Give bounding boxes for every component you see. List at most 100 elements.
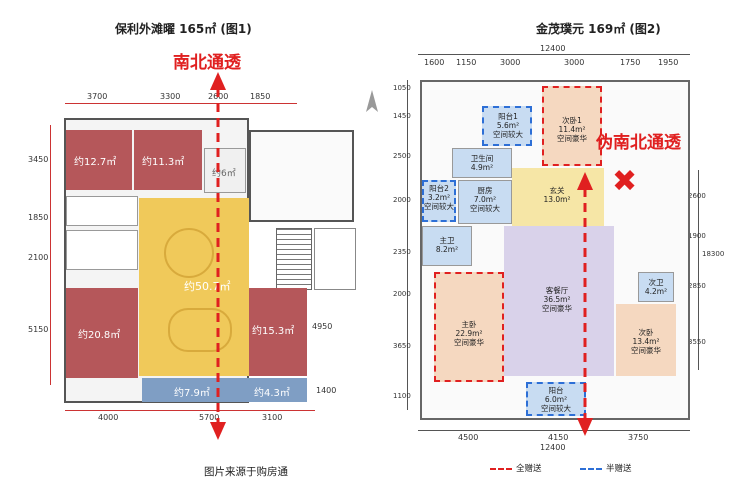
label-bed-r: 约15.3㎡ xyxy=(252,326,295,337)
sofa-icon xyxy=(168,308,232,352)
label-foyer: 玄关 13.0m² xyxy=(532,186,582,204)
label-master: 主卧 22.9m² 空间豪华 xyxy=(438,320,500,347)
room-name: 阳台2 xyxy=(429,184,449,193)
label-bed-tm: 约11.3㎡ xyxy=(142,157,185,168)
label-mainbath: 主卫 8.2m² xyxy=(424,236,470,254)
dim: 1100 xyxy=(393,392,411,400)
room-name: 次卫 xyxy=(648,278,664,287)
label-living: 客餐厅 36.5m² 空间豪华 xyxy=(522,286,592,313)
dim: 4950 xyxy=(312,322,333,331)
dim: 3750 xyxy=(628,433,649,442)
dim: 5700 xyxy=(199,413,220,422)
dim: 1950 xyxy=(658,58,679,67)
room-master xyxy=(434,272,504,382)
right-plan-title: 金茂璞元 169㎡ (图2) xyxy=(536,22,661,36)
room-balcony2 xyxy=(422,180,456,222)
left-floor-plan: 约12.7㎡ 约11.3㎡ 约6㎡ 约50.7㎡ 约20.8㎡ 约15.3㎡ 约… xyxy=(64,118,356,408)
room-name: 次卧1 xyxy=(562,116,582,125)
room-area: 22.9m² xyxy=(455,329,483,338)
room-note: 空间豪华 xyxy=(557,134,587,143)
room-area: 4.2m² xyxy=(644,287,668,296)
table-icon xyxy=(164,228,214,278)
dim: 2850 xyxy=(688,282,706,290)
room-area: 36.5m² xyxy=(543,295,571,304)
dim: 2000 xyxy=(393,196,411,204)
room-bath-lower xyxy=(66,230,138,270)
north-south-arrow-right xyxy=(577,172,593,436)
legend: 全赠送 半赠送 xyxy=(490,462,670,476)
left-dims-left: 3450 1850 2100 5150 xyxy=(28,125,58,385)
dim: 2000 xyxy=(393,290,411,298)
north-south-arrow-left xyxy=(210,72,226,440)
room-master xyxy=(66,288,138,378)
compass-icon xyxy=(366,90,378,112)
room-bedroom-r xyxy=(249,288,307,376)
label-master: 约20.8㎡ xyxy=(78,330,121,341)
dim: 1600 xyxy=(424,58,445,67)
dim: 3550 xyxy=(688,338,706,346)
dim: 18300 xyxy=(702,250,725,258)
dim: 4150 xyxy=(548,433,569,442)
room-note: 空间较大 xyxy=(470,204,500,213)
room-name: 玄关 xyxy=(549,186,565,195)
room-wc xyxy=(452,148,512,178)
right-floor-plan: 阳台1 5.6m² 空间较大 次卧1 11.4m² 空间豪华 卫生间 4.9m²… xyxy=(412,76,692,426)
room-name: 主卧 xyxy=(461,320,477,329)
dim: 2500 xyxy=(393,152,411,160)
room-name: 卫生间 xyxy=(470,154,494,163)
right-dims-left: 1050 1450 2500 2000 2350 2000 3650 1100 xyxy=(393,80,413,410)
label-secbath: 次卫 4.2m² xyxy=(638,278,674,296)
dim: 1850 xyxy=(250,92,271,101)
label-balcony-l: 约7.9㎡ xyxy=(174,388,210,399)
left-dims-bottom: 4000 5700 3100 xyxy=(65,410,315,424)
room-name: 阳台1 xyxy=(498,112,518,121)
right-callout: 伪南北通透 xyxy=(596,133,681,153)
room-balcony-r xyxy=(249,378,307,402)
label-corner: 约6㎡ xyxy=(212,169,236,179)
room-note: 空间较大 xyxy=(541,404,571,413)
room-area: 13.4m² xyxy=(632,337,660,346)
legend-full-swatch xyxy=(490,468,512,470)
dim: 12400 xyxy=(540,44,566,53)
room-note: 空间豪华 xyxy=(631,346,661,355)
room-corner xyxy=(204,148,246,193)
label-kitchen: 厨房 7.0m² 空间较大 xyxy=(460,186,510,213)
room-foyer xyxy=(512,168,604,226)
dim: 1900 xyxy=(688,232,706,240)
label-balcony: 阳台 6.0m² 空间较大 xyxy=(528,386,584,413)
room-name: 厨房 xyxy=(477,186,493,195)
label-balcony2: 阳台2 3.2m² 空间较大 xyxy=(422,184,456,211)
dim: 1750 xyxy=(620,58,641,67)
room-bedroom-tm xyxy=(134,130,202,190)
room-note: 空间豪华 xyxy=(542,304,572,313)
room-bed2 xyxy=(616,304,676,376)
legend-full-label: 全赠送 xyxy=(516,464,542,474)
room-living xyxy=(139,198,249,376)
right-dims-top: 12400 1600 1150 3000 3000 1750 1950 xyxy=(418,44,690,72)
room-area: 11.4m² xyxy=(558,125,586,134)
right-dims-right: 2600 1900 2850 3550 18300 xyxy=(688,170,725,370)
room-note: 空间较大 xyxy=(424,202,454,211)
label-balcony-r: 约4.3㎡ xyxy=(254,388,290,399)
room-area: 13.0m² xyxy=(543,195,571,204)
room-bath-upper xyxy=(66,196,138,226)
dim: 2600 xyxy=(688,192,706,200)
room-name: 次卧 xyxy=(638,328,654,337)
dim: 5150 xyxy=(28,325,49,334)
dim: 2100 xyxy=(28,253,49,262)
stairs xyxy=(276,228,312,290)
image-caption: 图片来源于购房通 xyxy=(204,466,288,478)
dim: 1150 xyxy=(456,58,477,67)
dim: 1050 xyxy=(393,84,411,92)
room-secbath xyxy=(638,272,674,302)
right-dims-bottom: 4500 4150 3750 12400 xyxy=(418,430,690,456)
legend-half-label: 半赠送 xyxy=(606,464,632,474)
dim: 3000 xyxy=(500,58,521,67)
dim: 3450 xyxy=(28,155,49,164)
label-balcony1: 阳台1 5.6m² 空间较大 xyxy=(486,112,530,139)
dim: 3100 xyxy=(262,413,283,422)
room-mainbath xyxy=(422,226,472,266)
legend-half-swatch xyxy=(580,468,602,470)
dim: 1450 xyxy=(393,112,411,120)
room-name: 客餐厅 xyxy=(545,286,569,295)
